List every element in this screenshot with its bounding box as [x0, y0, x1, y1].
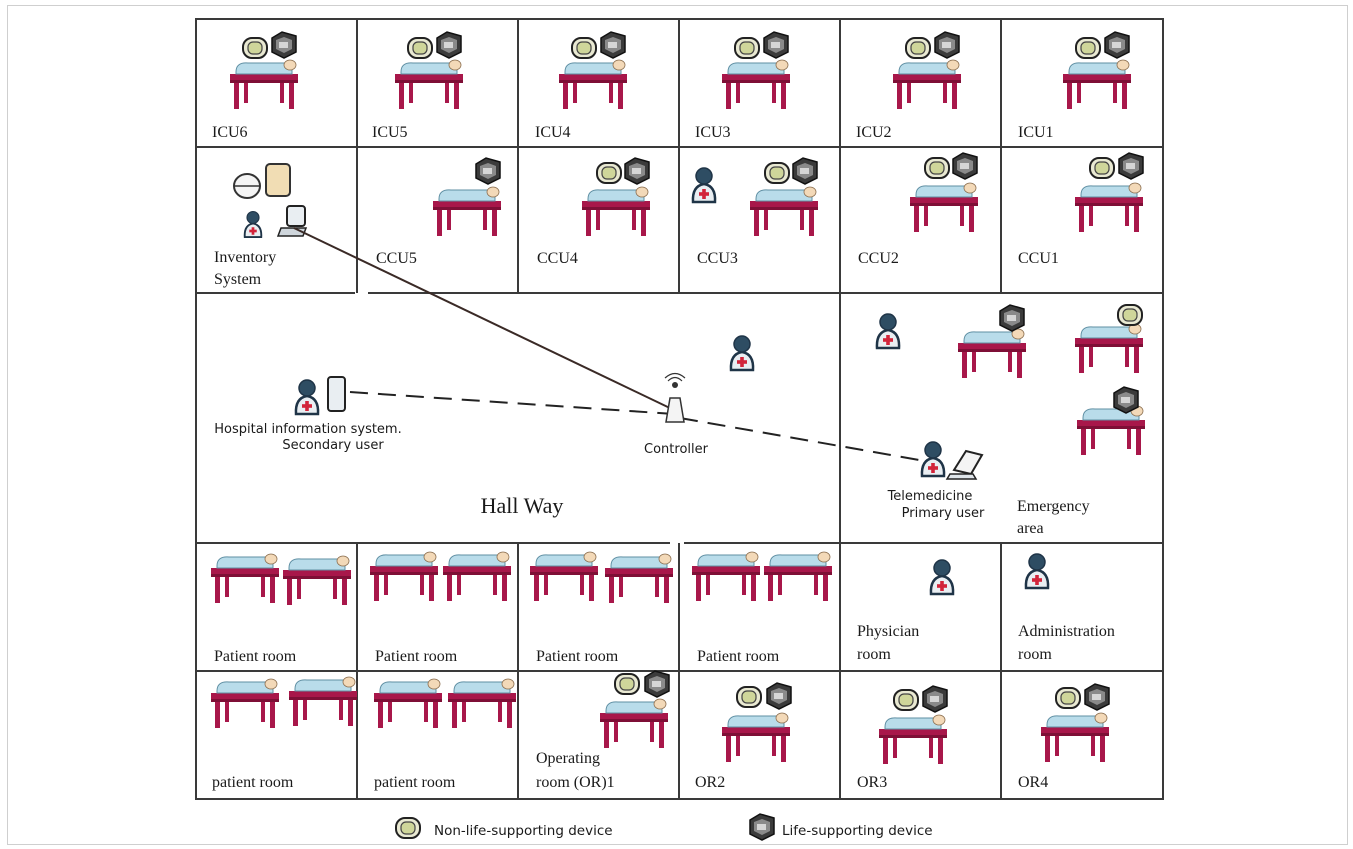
his-secondary-user — [294, 376, 346, 416]
label-admin-2: room — [1018, 646, 1052, 663]
label-icu6: ICU6 — [212, 124, 248, 141]
telemedicine-primary-user — [920, 440, 984, 480]
label-hallway: Hall Way — [481, 493, 564, 518]
hallway-person-icon — [729, 334, 755, 372]
label-ccu2: CCU2 — [858, 250, 899, 267]
label-secondary-user: Secondary user — [282, 438, 384, 453]
label-primary-user: Primary user — [902, 506, 985, 521]
label-icu3: ICU3 — [695, 124, 731, 141]
label-or2: OR2 — [695, 774, 725, 791]
label-ccu5: CCU5 — [376, 250, 417, 267]
inventory-system — [233, 163, 308, 238]
legend-life-label: Life-supporting device — [782, 823, 933, 839]
label-patient-room-1: Patient room — [214, 648, 297, 665]
label-or1-2: room (OR)1 — [536, 774, 615, 791]
label-or4: OR4 — [1018, 774, 1048, 791]
label-or3: OR3 — [857, 774, 887, 791]
legend-non-life-label: Non-life-supporting device — [434, 823, 613, 839]
ccu-row — [433, 152, 1144, 236]
label-icu4: ICU4 — [535, 124, 571, 141]
controller-icon — [664, 372, 686, 423]
label-patient-room-4: Patient room — [697, 648, 780, 665]
label-ccu3: CCU3 — [697, 250, 738, 267]
label-emergency-2: area — [1017, 520, 1044, 537]
label-patient-room-2: Patient room — [375, 648, 458, 665]
label-icu1: ICU1 — [1018, 124, 1054, 141]
label-his: Hospital information system. — [214, 422, 401, 437]
patient-rooms-row — [211, 551, 832, 605]
label-physician-1: Physician — [857, 623, 919, 640]
legend: Non-life-supporting device Life-supporti… — [395, 813, 933, 841]
figure-frame — [7, 5, 1348, 845]
emergency-area — [875, 304, 1145, 455]
label-patient-room-5: patient room — [212, 774, 294, 791]
admin-person-icon — [1024, 552, 1050, 590]
walls — [195, 18, 1164, 800]
label-icu2: ICU2 — [856, 124, 892, 141]
label-patient-room-3: Patient room — [536, 648, 619, 665]
physician-person-icon — [929, 558, 955, 596]
label-emergency-1: Emergency — [1017, 498, 1090, 515]
non-life-supporting-device-icon — [395, 817, 421, 839]
label-ccu1: CCU1 — [1018, 250, 1059, 267]
label-controller: Controller — [644, 442, 709, 457]
label-icu5: ICU5 — [372, 124, 408, 141]
label-inventory-2: System — [214, 271, 262, 288]
life-supporting-device-icon — [749, 813, 775, 841]
label-patient-room-6: patient room — [374, 774, 456, 791]
icu-row — [230, 31, 1131, 109]
label-inventory-1: Inventory — [214, 249, 276, 266]
network-links — [293, 227, 926, 462]
label-physician-2: room — [857, 646, 891, 663]
label-ccu4: CCU4 — [537, 250, 578, 267]
label-telemedicine: Telemedicine — [887, 489, 973, 504]
or-row — [211, 670, 1110, 764]
label-admin-1: Administration — [1018, 623, 1115, 640]
label-or1-1: Operating — [536, 750, 600, 767]
